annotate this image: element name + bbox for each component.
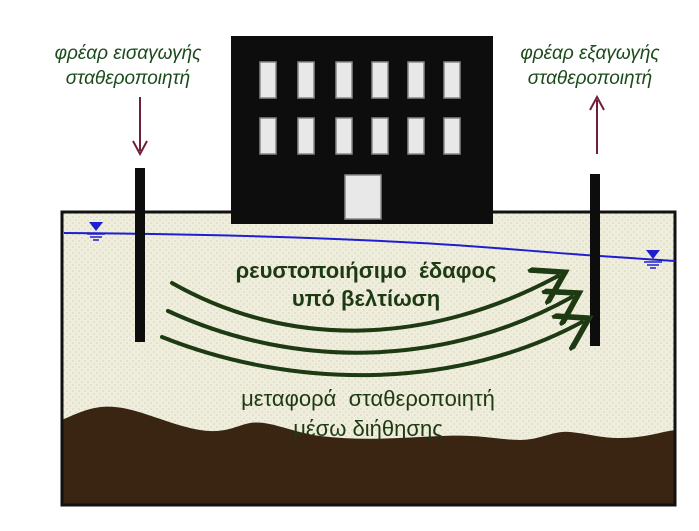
window bbox=[297, 117, 315, 155]
building bbox=[231, 36, 493, 224]
window bbox=[443, 117, 461, 155]
building-windows bbox=[259, 61, 461, 220]
flow-arrow bbox=[170, 276, 558, 333]
transport-label-line2: μέσω διήθησης bbox=[293, 416, 443, 441]
window bbox=[407, 61, 425, 99]
window bbox=[297, 61, 315, 99]
building-door bbox=[344, 174, 382, 220]
flow-arrow bbox=[160, 322, 582, 378]
window bbox=[259, 117, 277, 155]
flow-arrow bbox=[166, 297, 572, 355]
flow-arrows bbox=[160, 276, 582, 378]
transport-label-line1: μεταφορά σταθεροποιητή bbox=[241, 386, 495, 411]
up-arrow-icon bbox=[589, 94, 605, 154]
soil-box bbox=[60, 210, 677, 507]
window bbox=[407, 117, 425, 155]
soil-label-line1: ρευστοποιήσιμο έδαφος bbox=[236, 258, 497, 283]
soil-label-line2: υπό βελτίωση bbox=[292, 286, 440, 311]
window bbox=[443, 61, 461, 99]
water-level-marker-icon bbox=[644, 250, 662, 269]
injection-well bbox=[135, 168, 145, 342]
water-table-line bbox=[63, 232, 676, 262]
window bbox=[335, 61, 353, 99]
injection-well-label-line2: σταθεροποιητή bbox=[66, 68, 190, 89]
down-arrow-icon bbox=[132, 97, 148, 157]
extraction-well-label-line1: φρέαρ εξαγωγής bbox=[520, 43, 660, 64]
bedrock-layer bbox=[62, 406, 675, 505]
window bbox=[371, 117, 389, 155]
water-level-marker-icon bbox=[87, 222, 105, 241]
injection-well-label-line1: φρέαρ εισαγωγής bbox=[55, 43, 202, 64]
extraction-well bbox=[590, 174, 600, 346]
window bbox=[335, 117, 353, 155]
window bbox=[259, 61, 277, 99]
window bbox=[371, 61, 389, 99]
extraction-well-label-line2: σταθεροποιητή bbox=[528, 68, 652, 89]
